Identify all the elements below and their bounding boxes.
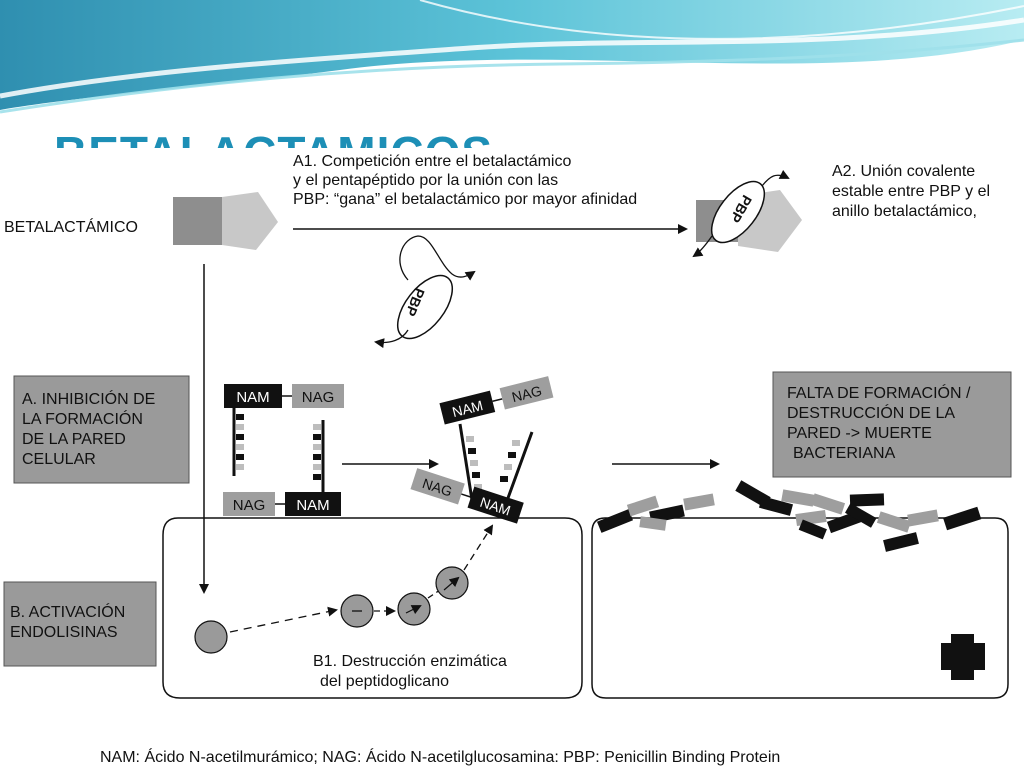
free-pbp-tail-bottom (374, 329, 409, 349)
a2-text-line2: estable entre PBP y el (832, 183, 990, 200)
falta-line3: PARED -> MUERTE (787, 425, 932, 442)
a1-text-line1: A1. Competición entre el betalactámico (293, 153, 571, 170)
disrupted-residues-left (466, 436, 482, 490)
box-b-line2: ENDOLISINAS (10, 624, 118, 641)
b1-text-line1: B1. Destrucción enzimática (313, 653, 507, 670)
nag-block-top (292, 384, 344, 408)
disrupted-residues-right (500, 440, 520, 482)
box-a-line3: DE LA PARED (22, 431, 126, 448)
disrupted-chain-right (506, 431, 534, 499)
b1-text-line2: del peptidoglicano (320, 673, 449, 690)
box-a-line4: CELULAR (22, 451, 96, 468)
nag-block-bottom (223, 492, 275, 516)
nam-label-bottom: NAM (296, 497, 329, 514)
nam-block-bottom (285, 492, 341, 516)
falta-line4: BACTERIANA (793, 445, 896, 462)
box-b-line1: B. ACTIVACIÓN (10, 602, 125, 621)
disrupted-nag-top-label: NAG (510, 382, 543, 405)
circle-3-arrow (405, 605, 422, 615)
betalactam-label: BETALACTÁMICO (4, 217, 138, 236)
disrupted-unit-top: NAM NAG (439, 376, 554, 425)
peptide-residues-left (236, 414, 244, 470)
falta-line1: FALTA DE FORMACIÓN / (787, 383, 971, 402)
banner-wave-thin (419, 0, 1024, 40)
free-pbp-tail-top (399, 235, 476, 281)
box-cell-death (772, 371, 1012, 478)
falta-line2: DESTRUCCIÓN DE LA (787, 403, 955, 422)
box-a-line1: A. INHIBICIÓN DE (22, 389, 155, 408)
slide-banner (0, 0, 1024, 114)
betalactam-pentagon (222, 192, 278, 250)
disrupted-nam-top-label: NAM (451, 397, 485, 420)
nam-label-top: NAM (236, 389, 269, 406)
circle-4-arrow (443, 576, 460, 591)
a2-text-line1: A2. Unión covalente (832, 163, 975, 180)
cross-symbol (941, 634, 985, 680)
bound-pbp-ellipse (710, 180, 766, 244)
banner-wave-white (0, 17, 1024, 99)
mechanism-diagram: BETALACTÁMICO A1. Competición entre el b… (0, 148, 1024, 768)
box-b-endolysins (3, 581, 157, 667)
nag-label-bottom: NAG (233, 497, 266, 514)
peptidoglycan-fragments (596, 480, 982, 552)
disrupted-unit-bottom: NAG NAM (410, 468, 524, 524)
slide-title: BETALACTAMICOS (54, 122, 493, 152)
right-cell-membrane (591, 517, 1009, 699)
disrupted-chain-left (458, 423, 474, 501)
bound-pbp-tail-top (761, 169, 790, 187)
box-a-inhibition (13, 375, 190, 484)
dashed-arrow-4 (463, 524, 494, 571)
banner-wave-back (0, 0, 1024, 110)
box-a-line2: LA FORMACIÓN (22, 409, 143, 428)
dashed-arrow-1 (229, 606, 338, 633)
a2-text-line3: anillo betalactámico, (832, 203, 977, 220)
a1-text-line3: PBP: “gana” el betalactámico por mayor a… (293, 191, 637, 208)
banner-wave-light (0, 38, 1024, 114)
left-cell-membrane (162, 517, 583, 699)
betalactam-square (173, 197, 222, 245)
footer-legend: NAM: Ácido N-acetilmurámico; NAG: Ácido … (100, 747, 780, 766)
nam-block-top (224, 384, 282, 408)
endolysin-circle-1 (194, 620, 228, 654)
a1-text-line2: y el pentapéptido por la unión con las (293, 172, 558, 189)
peptide-residues-right (313, 424, 321, 480)
nag-label-top: NAG (302, 389, 335, 406)
bound-pbp-tail-bottom (692, 235, 713, 258)
